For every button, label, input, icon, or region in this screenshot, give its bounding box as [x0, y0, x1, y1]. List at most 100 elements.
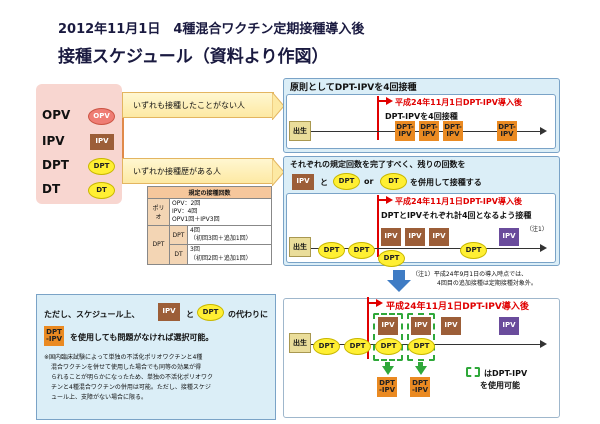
bottom-l1a: ただし、スケジュール上、	[44, 310, 140, 319]
opv-badge: OPV	[88, 108, 115, 125]
panel2-red-arrowhead	[386, 196, 393, 204]
panel2-date-label: 平成24年11月1日DPT-IPV導入後	[395, 197, 522, 206]
dose-table-polio-values: OPV：2回 IPV：4回 OPV1回＋IPV3回	[169, 197, 272, 227]
panel3-dpt-3: DPT	[375, 338, 402, 355]
vaccine-label: OPV	[42, 108, 71, 122]
green-down-arrow-icon-2	[415, 366, 427, 375]
polio-row: OPV：2回	[172, 200, 201, 207]
branch-some: いずれか接種歴がある人	[122, 158, 274, 184]
panel2-line: それぞれの規定回数を完了すべく、残りの回数を	[290, 160, 466, 169]
dose-table-polio: ポリオ	[147, 197, 170, 227]
panel3-dashed-group-1	[373, 313, 403, 361]
panel1-birth: 出生	[289, 121, 311, 141]
bottom-note-2: 混合ワクチンを併せて使用した場合でも同等の効果が得	[51, 364, 202, 371]
legend-dashed-icon	[466, 367, 480, 377]
panel2-ipv-1: IPV	[381, 228, 401, 246]
panel2-sub: DPTとIPVそれぞれ計4回となるよう接種	[381, 211, 532, 220]
vaccine-label: IPV	[42, 134, 65, 148]
vaccine-row-ipv: IPV IPV	[40, 132, 120, 154]
polio-row: IPV：4回	[172, 208, 198, 216]
panel1-dpt-ipv-2: DPT-IPV	[419, 121, 439, 141]
down-arrow-icon	[387, 280, 411, 292]
vaccine-row-opv: OPV OPV	[40, 106, 120, 128]
vaccine-list: OPV OPV IPV IPV DPT DPT DT DT	[36, 84, 122, 204]
panel2-note-mark: （注1）	[526, 226, 548, 233]
panel1-date-label: 平成24年11月1日DPT-IPV導入後	[395, 98, 522, 107]
panel3-ipv-4: IPV	[499, 317, 519, 335]
dpt-breakdown: （初回3回＋追加1回）	[190, 235, 252, 243]
dose-table: 規定の接種回数 ポリオ OPV：2回 IPV：4回 OPV1回＋IPV3回 DP…	[147, 186, 272, 265]
dose-table-dt: DT	[169, 244, 188, 265]
branch-none: いずれも接種したことがない人	[122, 92, 274, 118]
bottom-and: と	[186, 310, 194, 319]
bottom-note-5: ュール上、支障がない場合に限る。	[51, 394, 148, 401]
panel1-dpt-ipv-1: DPT-IPV	[395, 121, 415, 141]
dose-table-dpt: DPT	[169, 225, 188, 246]
panel3-dpt-2: DPT	[344, 338, 371, 355]
panel2-timeline	[310, 248, 540, 249]
bottom-note-4: チンと4種混合ワクチンの併用は可能。ただし、接種スケジ	[51, 384, 211, 391]
panel2-ipv-3: IPV	[429, 228, 449, 246]
dose-table-dpt-group: DPT	[147, 225, 170, 265]
vaccine-row-dpt: DPT DPT	[40, 156, 120, 178]
panel3-combo-1: DPT -IPV	[377, 377, 397, 397]
branch-some-arrowhead	[272, 158, 284, 186]
branch-bracket	[122, 96, 124, 184]
panel3-ipv-1: IPV	[378, 317, 398, 335]
legend-line2: を使用可能	[480, 381, 520, 390]
dose-table-title: 規定の接種回数	[147, 186, 272, 199]
panel2-dpt-2: DPT	[348, 242, 375, 259]
vaccine-row-dt: DT DT	[40, 180, 120, 202]
panel2-dt-icon: DT	[380, 173, 407, 190]
green-down-arrow-icon-1	[382, 366, 394, 375]
bottom-note-1: ※国内臨床試験によって単独の不活化ポリオワクチンと4種	[44, 354, 203, 361]
branch-none-label: いずれも接種したことがない人	[133, 100, 245, 110]
dt-breakdown: （初回2回＋追加1回）	[190, 254, 252, 262]
panel3-red-line	[367, 297, 369, 359]
panel2-dpt-4: DPT	[460, 242, 487, 259]
panel3-date-label: 平成24年11月1日DPT-IPV導入後	[386, 302, 529, 312]
panel2-dpt-1: DPT	[318, 242, 345, 259]
dt-count: 3回	[190, 246, 200, 254]
panel1-sub: DPT-IPVを4回接種	[385, 112, 458, 121]
bottom-ipv-icon: IPV	[158, 303, 180, 321]
vaccine-label: DT	[42, 182, 61, 196]
panel1-red-arrow	[377, 100, 387, 102]
dt-badge: DT	[88, 182, 115, 199]
dose-table-dt-values: 3回 （初回2回＋追加1回）	[187, 244, 272, 265]
panel1-red-line	[377, 96, 379, 140]
panel2-ipv-4: IPV	[499, 228, 519, 246]
legend-line1: はDPT-IPV	[484, 369, 528, 378]
panel3-red-arrow	[367, 302, 377, 304]
panel1-dpt-ipv-4: DPT-IPV	[497, 121, 517, 141]
bottom-note-panel	[36, 294, 276, 420]
note1-line1: （注1）平成24年9月1日の導入時点では、	[412, 271, 528, 278]
panel2-birth: 出生	[289, 237, 311, 257]
panel1-title: 原則としてDPT-IPVを4回接種	[290, 83, 417, 93]
panel2-red-arrow	[377, 199, 387, 201]
note1-line2: 4回目の追加接種は定期接種対象外。	[437, 280, 537, 287]
branch-some-label: いずれか接種歴がある人	[133, 166, 221, 176]
bottom-l1b: の代わりに	[228, 310, 268, 319]
bottom-dpt-icon: DPT	[197, 304, 224, 321]
panel1-timeline-arrowhead	[540, 127, 547, 135]
panel2-ipv-icon: IPV	[292, 174, 314, 190]
panel3-combo-2: DPT -IPV	[410, 377, 430, 397]
panel2-ipv-2: IPV	[405, 228, 425, 246]
panel3-ipv-3: IPV	[441, 317, 461, 335]
panel1-red-arrowhead	[386, 97, 393, 105]
panel2-and: と	[320, 178, 328, 187]
green-arrow-stem-1	[385, 362, 390, 367]
panel1-dpt-ipv-3: DPT-IPV	[443, 121, 463, 141]
bottom-combo-icon: DPT -IPV	[44, 326, 64, 346]
panel2-timeline-arrowhead	[540, 244, 547, 252]
dpt-badge: DPT	[88, 158, 115, 175]
panel2-or: or	[364, 177, 374, 186]
ipv-badge: IPV	[90, 134, 114, 150]
green-arrow-stem-2	[418, 362, 423, 367]
panel2-dpt-3: DPT	[378, 250, 405, 267]
vaccine-label: DPT	[42, 158, 69, 172]
dpt-count: 4回	[190, 227, 200, 235]
polio-row: OPV1回＋IPV3回	[172, 216, 220, 224]
bottom-l2: を使用しても問題がなければ選択可能。	[70, 333, 214, 342]
